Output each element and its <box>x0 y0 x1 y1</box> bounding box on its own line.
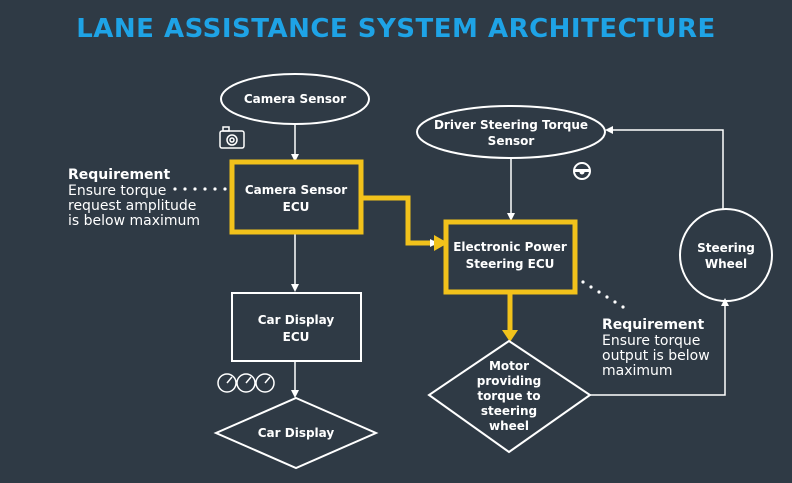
arrow-head-eps-to-motor <box>502 330 518 342</box>
camera-sensor-ecu-node: Camera Sensor ECU <box>229 159 364 235</box>
steering-wheel-label-1: Steering <box>697 241 755 255</box>
camera-sensor-label: Camera Sensor <box>244 92 346 106</box>
camera-sensor-ecu-label-1: Camera Sensor <box>245 183 347 197</box>
driver-torque-sensor-label-1: Driver Steering Torque <box>434 118 588 132</box>
arrow-wheel-to-torque-sensor <box>605 126 724 210</box>
steering-wheel-icon <box>573 162 591 180</box>
car-display-label: Car Display <box>258 426 335 440</box>
car-display-ecu-label-2: ECU <box>283 330 310 344</box>
motor-label-4: steering <box>481 404 537 418</box>
gauges-icon <box>217 373 275 393</box>
requirement-1-title: Requirement <box>68 167 171 183</box>
motor-label-3: torque to <box>477 389 540 403</box>
eps-ecu-node: Electronic Power Steering ECU <box>443 219 578 295</box>
arrow-camera-ecu-to-eps <box>361 195 438 247</box>
requirement-1-line-2: request amplitude <box>68 198 196 214</box>
driver-torque-sensor-label-2: Sensor <box>488 134 535 148</box>
highlight-path <box>361 195 513 333</box>
motor-label-2: providing <box>477 374 542 388</box>
requirement-2-line-1: Ensure torque <box>602 333 700 349</box>
car-display-node: Car Display <box>213 396 379 470</box>
eps-ecu-label-2: Steering ECU <box>466 257 555 271</box>
diagram-title: LANE ASSISTANCE SYSTEM ARCHITECTURE <box>76 14 716 44</box>
steering-wheel-label-2: Wheel <box>705 257 747 271</box>
eps-ecu-label-1: Electronic Power <box>453 240 567 254</box>
motor-node: Motor providing torque to steering wheel <box>427 339 592 454</box>
camera-icon <box>219 126 245 149</box>
driver-torque-sensor-node: Driver Steering Torque Sensor <box>416 105 606 159</box>
arrow-head-to-eps <box>434 235 448 251</box>
connectors <box>291 123 729 398</box>
car-display-ecu-node: Car Display ECU <box>231 292 362 362</box>
requirement-2-title: Requirement <box>602 317 705 333</box>
arrow-motor-to-wheel <box>590 298 729 396</box>
requirement-leaders <box>173 187 625 309</box>
requirement-1: Requirement Ensure torque request amplit… <box>68 167 200 229</box>
camera-sensor-ecu-label-2: ECU <box>283 200 310 214</box>
requirement-2-line-2: output is below <box>602 348 710 364</box>
motor-label-1: Motor <box>489 359 529 373</box>
steering-wheel-node: Steering Wheel <box>679 208 773 302</box>
requirement-1-line-1: Ensure torque <box>68 183 166 199</box>
requirement-2-line-3: maximum <box>602 363 673 379</box>
car-display-ecu-label-1: Car Display <box>258 313 335 327</box>
requirement-2: Requirement Ensure torque output is belo… <box>602 317 710 379</box>
camera-sensor-node: Camera Sensor <box>220 73 370 125</box>
motor-label-5: wheel <box>489 419 529 433</box>
requirement-1-line-3: is below maximum <box>68 213 200 229</box>
